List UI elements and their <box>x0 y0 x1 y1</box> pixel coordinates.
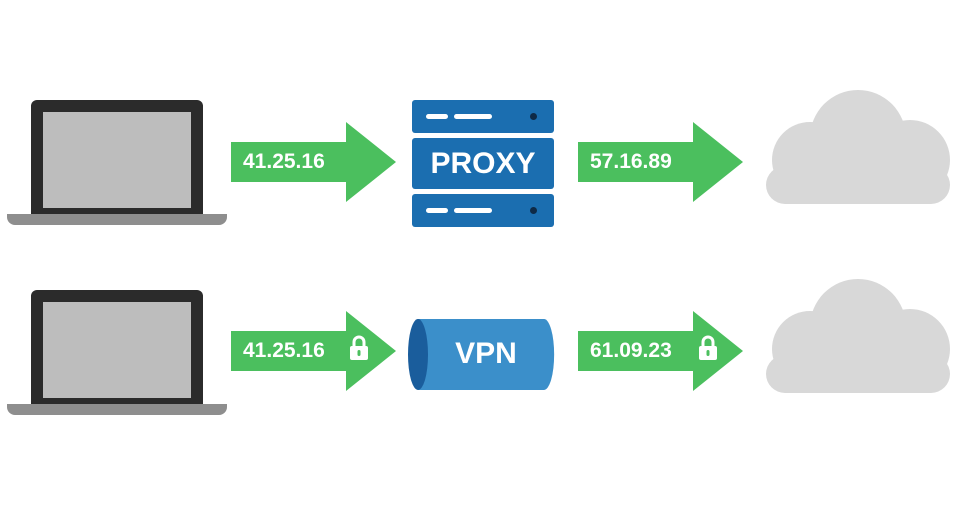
proxy-server-icon: PROXY <box>412 100 554 227</box>
arrow-right-icon: 41.25.16 <box>231 311 396 391</box>
client-ip-label: 41.25.16 <box>243 150 325 173</box>
server-unit-bottom <box>412 194 554 227</box>
arrow-right-icon: 61.09.23 <box>578 311 743 391</box>
vpn-label: VPN <box>455 337 517 370</box>
laptop-lid <box>31 100 203 214</box>
arrow-right-icon: 57.16.89 <box>578 122 743 202</box>
exit-ip-label: 57.16.89 <box>590 150 672 173</box>
laptop-base <box>7 404 227 415</box>
client-ip-label: 41.25.16 <box>243 339 325 362</box>
laptop-icon <box>7 290 227 415</box>
server-unit-top <box>412 100 554 133</box>
vpn-flow-row: 41.25.16 VPN 61.09.23 <box>0 250 960 505</box>
laptop-icon <box>7 100 227 225</box>
laptop-screen <box>43 112 191 208</box>
cloud-icon <box>762 88 954 208</box>
arrow-right-icon: 41.25.16 <box>231 122 396 202</box>
laptop-base <box>7 214 227 225</box>
vpn-tunnel-icon: VPN <box>406 317 556 392</box>
proxy-flow-row: 41.25.16 PROXY 57.16.89 <box>0 0 960 250</box>
exit-ip-label: 61.09.23 <box>590 339 672 362</box>
laptop-lid <box>31 290 203 404</box>
proxy-label: PROXY <box>430 147 536 180</box>
laptop-screen <box>43 302 191 398</box>
server-unit-label: PROXY <box>412 138 554 189</box>
cloud-icon <box>762 277 954 397</box>
